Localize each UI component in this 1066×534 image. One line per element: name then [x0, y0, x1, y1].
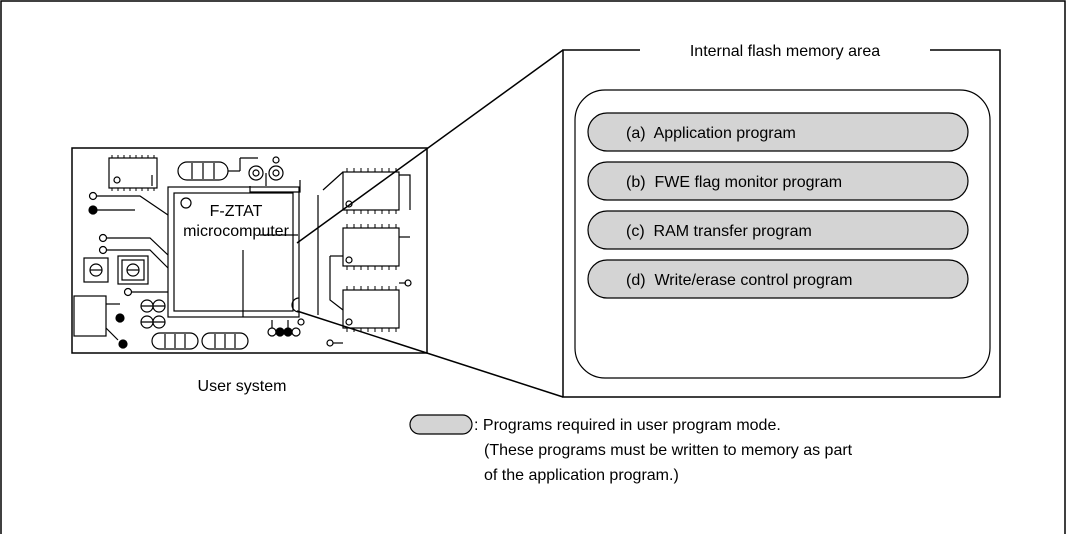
user-system-board: [71, 147, 428, 354]
chip-label-line1: F-ZTAT: [210, 203, 263, 220]
chip-label-line2: microcomputer: [183, 223, 289, 240]
legend-line-1: : Programs required in user program mode…: [474, 417, 781, 434]
dip-chip-top-left: [108, 155, 158, 191]
legend-line-3: of the application program.): [484, 467, 679, 484]
program-label: (d) Write/erase control program: [626, 272, 852, 289]
program-list: (a) Application program (b) FWE flag moni…: [587, 112, 969, 299]
program-label: (a) Application program: [626, 125, 796, 142]
main-chip-f-ztat: [167, 186, 300, 318]
user-system-caption: User system: [198, 378, 287, 395]
program-label: (c) RAM transfer program: [626, 223, 812, 240]
program-pill: [587, 210, 969, 250]
program-pill: [587, 161, 969, 201]
pcb-outline: [71, 147, 428, 354]
capsule-component-top: [177, 157, 258, 181]
legend-swatch: [409, 414, 473, 435]
legend-line-2: (These programs must be written to memor…: [484, 442, 853, 459]
flash-area-title: Internal flash memory area: [690, 43, 880, 60]
left-components: [73, 191, 305, 350]
trimpot-pair-top: [248, 156, 301, 193]
program-label: (b) FWE flag monitor program: [626, 174, 842, 191]
flash-area-frame: [562, 49, 1001, 398]
program-pill: [587, 112, 969, 152]
zoom-lines: [296, 49, 564, 398]
program-pill: [587, 259, 969, 299]
